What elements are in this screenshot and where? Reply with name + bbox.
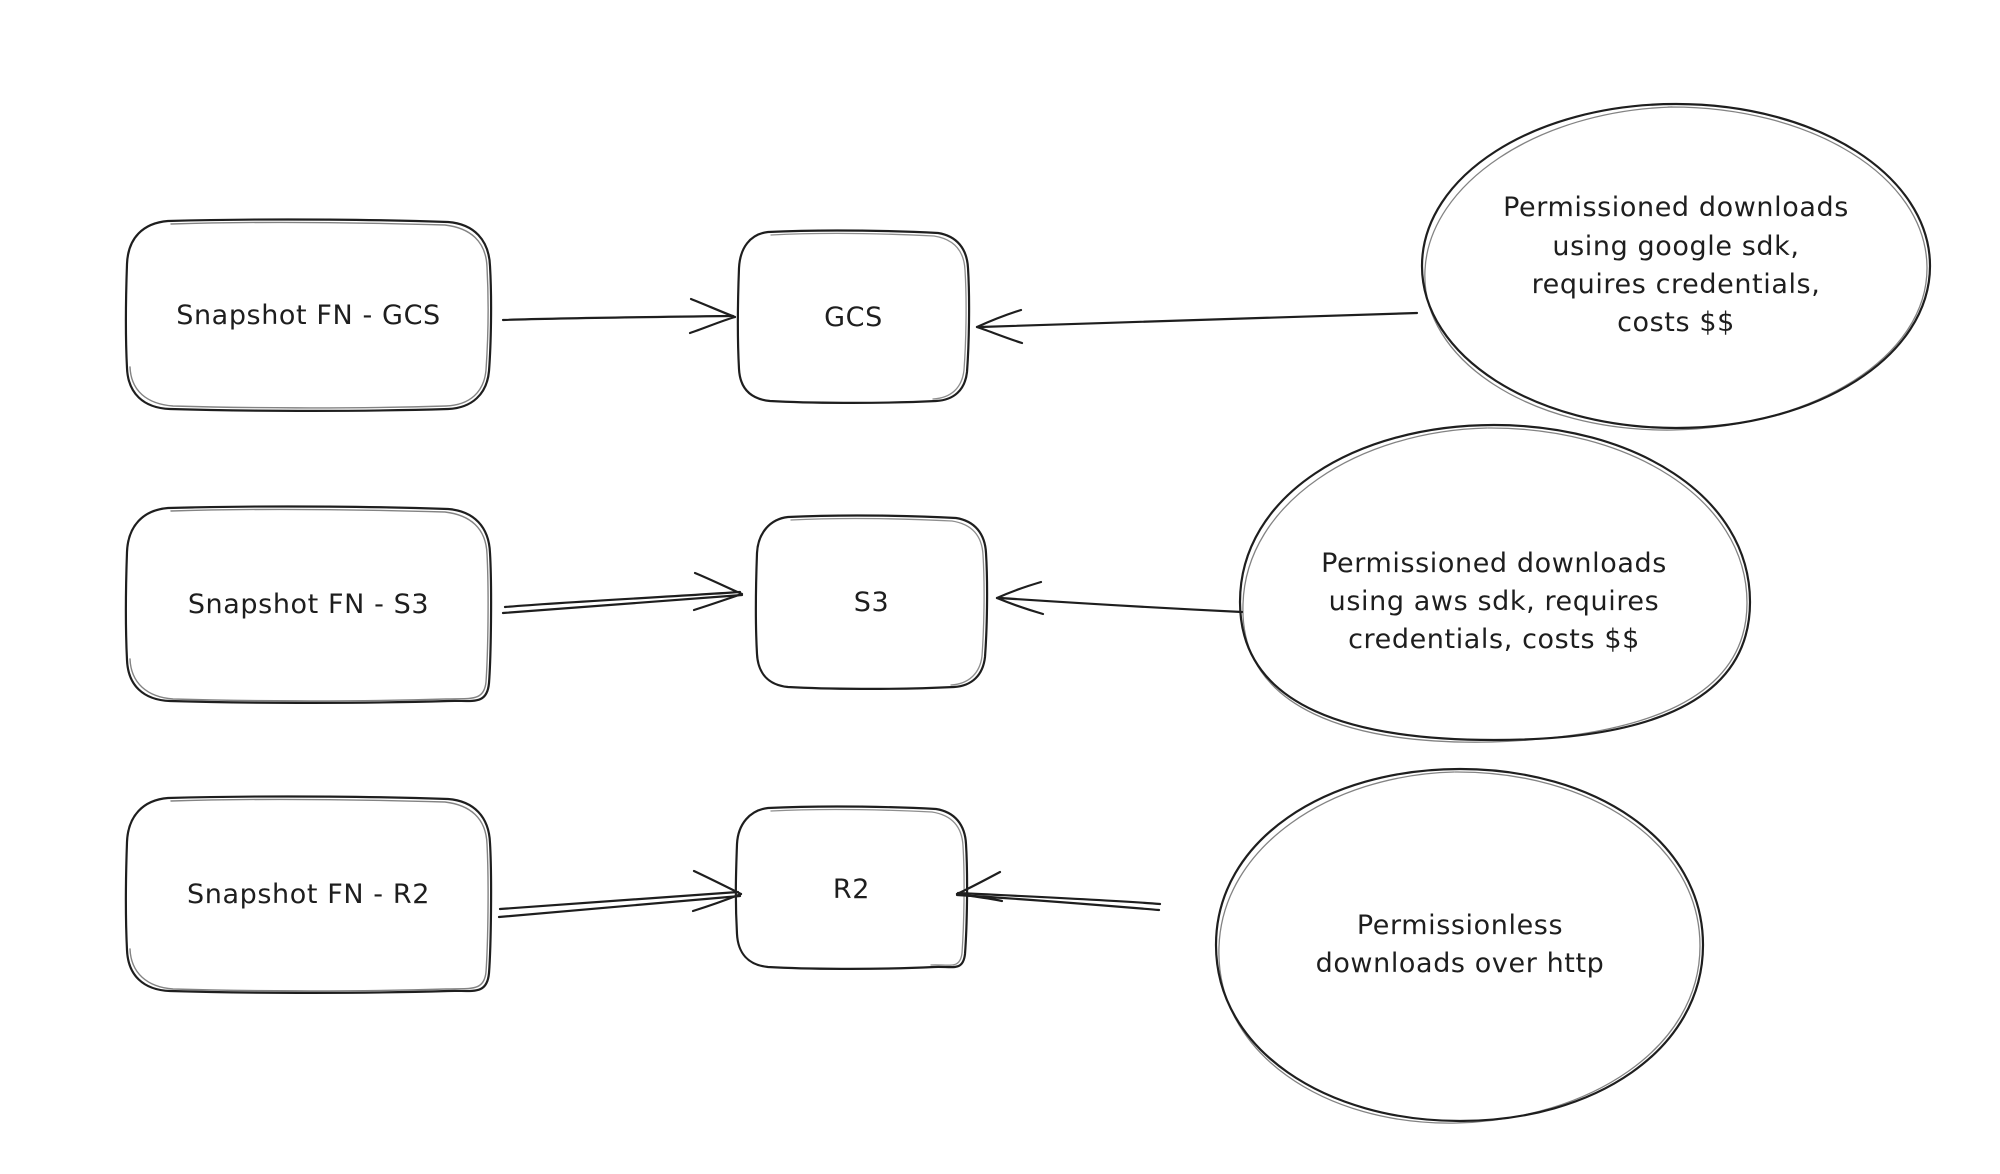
node-shape-note-r2[interactable]	[1214, 767, 1705, 1124]
arrow-note-r2-to-r2	[955, 870, 1162, 912]
arrow-snapshot-fn-s3-to-s3	[501, 571, 744, 615]
arrow-snapshot-fn-gcs-to-gcs	[501, 297, 737, 335]
node-shape-gcs[interactable]	[736, 229, 971, 404]
node-shape-s3[interactable]	[754, 514, 989, 690]
node-shape-r2[interactable]	[734, 805, 969, 970]
node-shape-snapshot-fn-gcs[interactable]	[124, 218, 493, 412]
node-shape-snapshot-fn-r2[interactable]	[124, 795, 493, 994]
node-shape-note-gcs[interactable]	[1420, 102, 1932, 431]
arrow-note-s3-to-s3	[995, 580, 1244, 616]
node-shape-snapshot-fn-s3[interactable]	[124, 505, 493, 704]
node-shape-note-s3[interactable]	[1238, 423, 1752, 743]
arrow-note-gcs-to-gcs	[975, 308, 1419, 345]
arrow-snapshot-fn-r2-to-r2	[497, 869, 743, 919]
